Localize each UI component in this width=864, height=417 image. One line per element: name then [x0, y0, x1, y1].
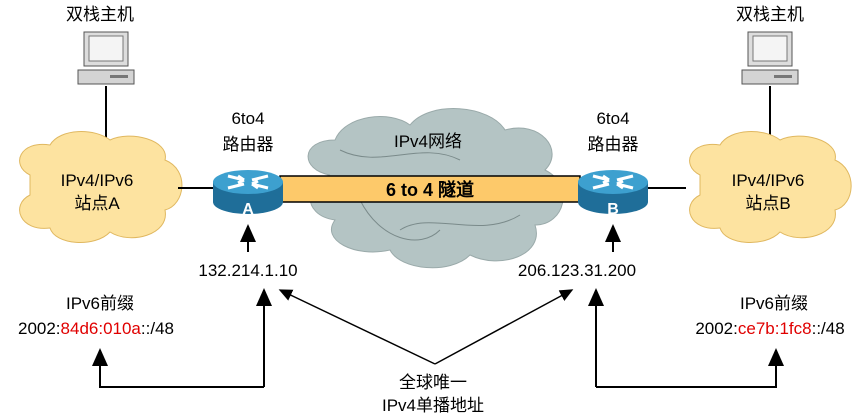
right-prefix: 2002:ce7b:1fc8::/48	[695, 319, 844, 338]
right-prefix-arrow	[596, 348, 784, 388]
router-a-line2: 路由器	[223, 135, 274, 154]
left-site-cloud	[19, 131, 183, 244]
ipv4-network-label: IPv4网络	[394, 132, 462, 151]
right-host-label: 双栈主机	[736, 5, 804, 24]
right-host-computer-icon	[741, 31, 799, 85]
router-a-line1: 6to4	[231, 109, 264, 128]
note-line1: 全球唯一	[399, 373, 467, 392]
router-b-line1: 6to4	[596, 109, 629, 128]
note-line2: IPv4单播地址	[382, 396, 484, 415]
router-a-badge: A	[242, 201, 254, 218]
router-b-line2: 路由器	[588, 135, 639, 154]
right-site-line2: 站点B	[745, 194, 790, 213]
left-site-line1: IPv4/IPv6	[61, 171, 134, 190]
left-prefix-arrow	[92, 348, 264, 388]
right-site-line1: IPv4/IPv6	[732, 171, 805, 190]
right-prefix-title: IPv6前缀	[740, 294, 808, 313]
note-arrow-right	[434, 289, 574, 365]
router-b-badge: B	[607, 201, 619, 218]
left-host-label: 双栈主机	[66, 5, 134, 24]
left-host-computer-icon	[77, 31, 135, 85]
left-site-line2: 站点A	[74, 194, 120, 213]
left-prefix-title: IPv6前缀	[66, 294, 134, 313]
router-b-ipv4: 206.123.31.200	[518, 261, 636, 280]
right-site-cloud	[689, 131, 852, 244]
tunnel-label: 6 to 4 隧道	[386, 179, 474, 200]
note-arrow-left	[278, 289, 436, 365]
left-prefix: 2002:84d6:010a::/48	[18, 319, 174, 338]
router-a-ipv4: 132.214.1.10	[198, 261, 297, 280]
